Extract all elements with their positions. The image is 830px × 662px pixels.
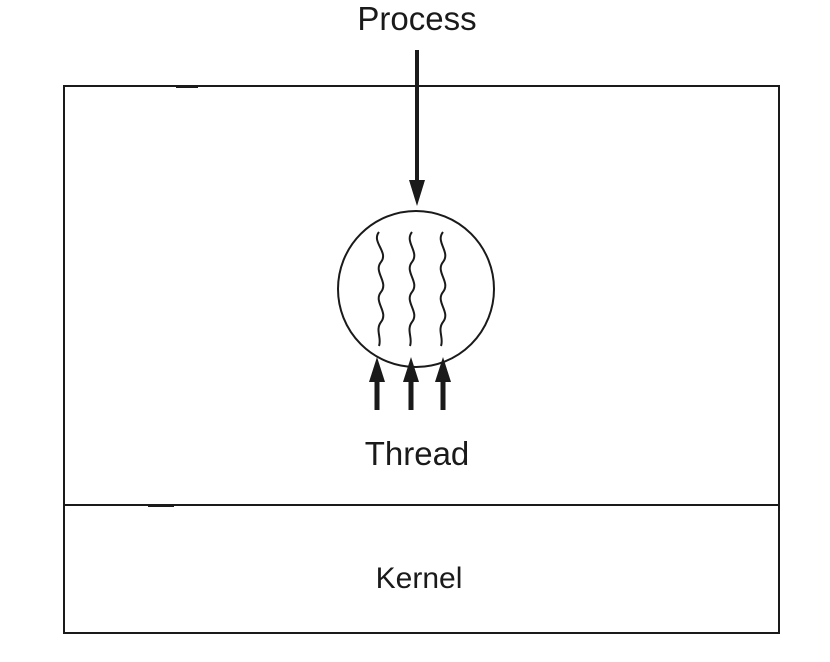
process-circle <box>337 210 495 368</box>
process-label: Process <box>357 0 476 37</box>
thread-wave-3 <box>439 231 447 347</box>
thread-wave-1 <box>376 231 385 347</box>
thread-arrow-3 <box>435 357 451 410</box>
thread-arrow-2 <box>403 357 419 410</box>
kernel-box <box>63 504 780 634</box>
thread-wave-2 <box>408 231 416 347</box>
thread-arrow-1 <box>369 357 385 410</box>
process-arrow <box>409 50 425 206</box>
thread-label: Thread <box>365 435 470 472</box>
kernel-label: Kernel <box>376 562 463 595</box>
